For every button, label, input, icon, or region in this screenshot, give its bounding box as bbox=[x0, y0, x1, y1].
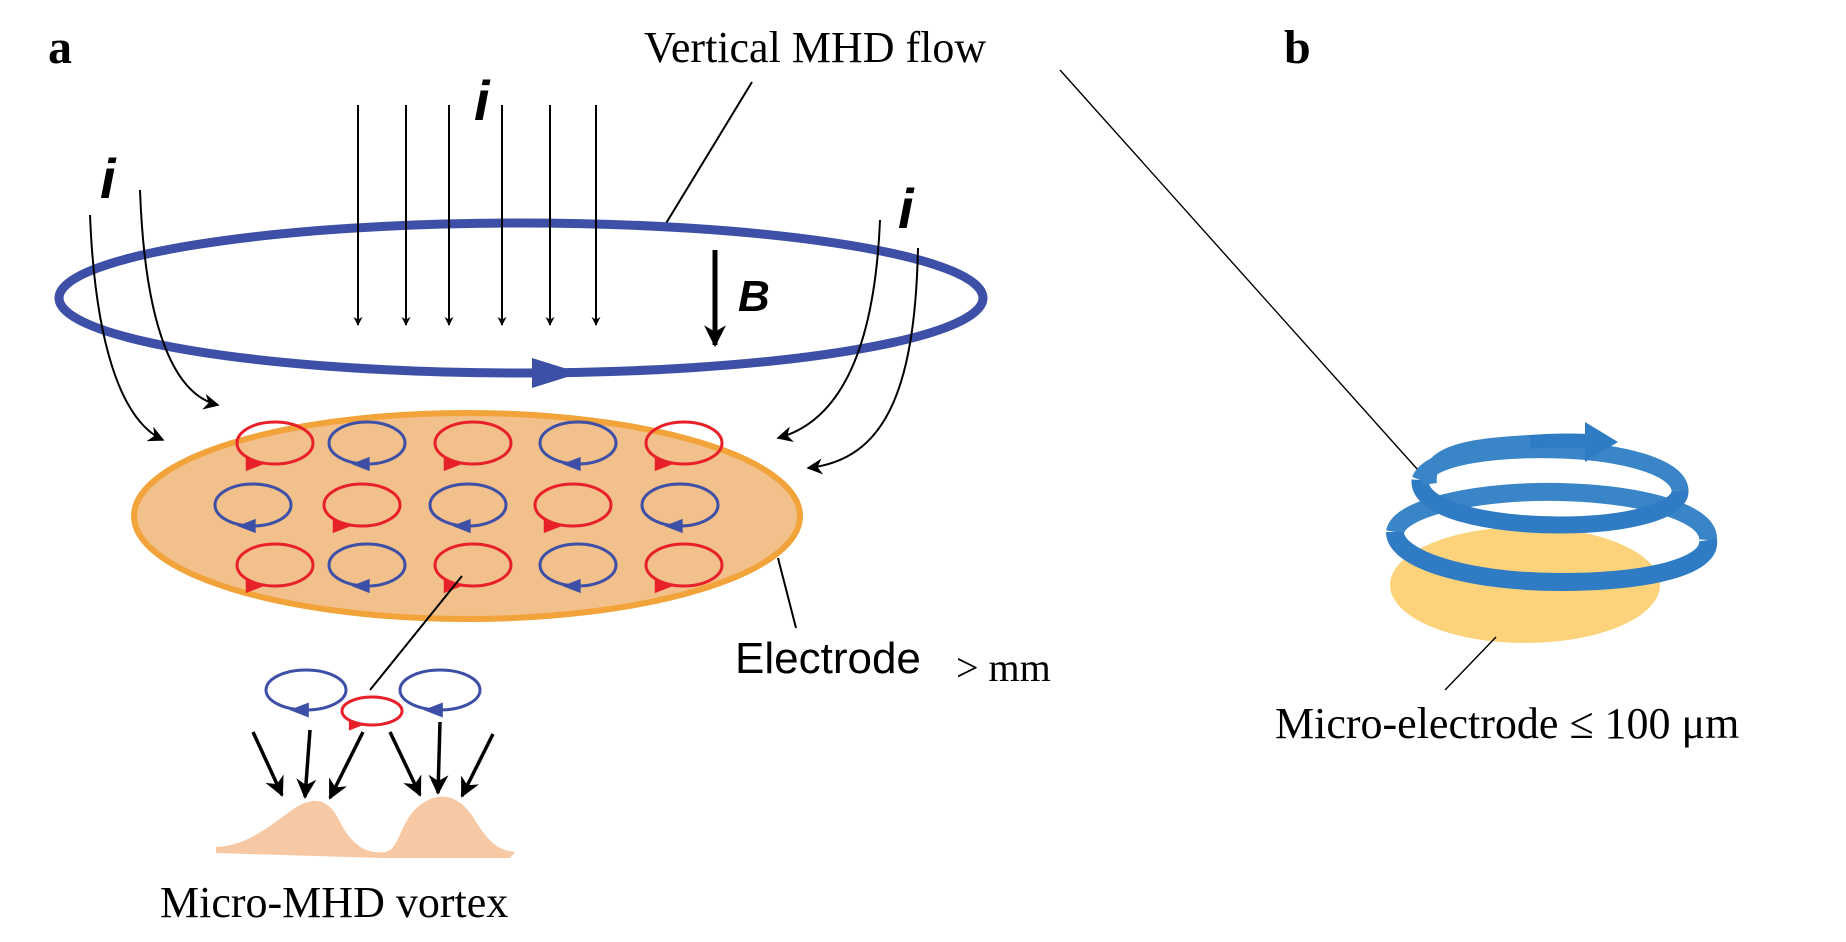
vortex-blue bbox=[327, 542, 407, 594]
curved-current-arrow bbox=[776, 219, 881, 442]
curved-current-arrow bbox=[139, 189, 220, 410]
electrode-size-label: > mm bbox=[956, 645, 1051, 690]
detail-vortex-blue bbox=[264, 668, 348, 718]
detail-arrows bbox=[251, 721, 495, 800]
micro-electrode-group bbox=[1386, 422, 1718, 643]
detail-arrow bbox=[460, 733, 495, 798]
panel-a-label: a bbox=[48, 21, 72, 74]
helix-front-strand-lower bbox=[1386, 530, 1718, 592]
loop-direction-arrowhead bbox=[532, 358, 580, 388]
current-label-right: i bbox=[898, 177, 915, 240]
helix-top-strand bbox=[1422, 435, 1531, 486]
helix-front-strand-middle bbox=[1411, 479, 1689, 534]
curved-current-arrow bbox=[806, 247, 919, 475]
electrode-disk bbox=[131, 410, 803, 622]
micro-electrode-leader-line bbox=[1444, 636, 1497, 691]
helix-top-strand-end bbox=[1529, 433, 1589, 449]
magnetic-field-loop bbox=[54, 218, 988, 378]
helix-arrowhead bbox=[1585, 422, 1618, 462]
current-label-left: i bbox=[100, 147, 117, 210]
electrode-leader-line bbox=[777, 557, 797, 629]
vortex-red bbox=[644, 542, 724, 594]
detail-vortices bbox=[264, 668, 482, 731]
panel-b-label: b bbox=[1284, 21, 1311, 74]
vortex-blue bbox=[428, 482, 508, 534]
electrode-label: Electrode bbox=[735, 634, 921, 683]
vortex-red bbox=[235, 542, 315, 594]
vortex-red bbox=[322, 482, 402, 534]
detail-arrow bbox=[251, 731, 284, 797]
detail-arrow bbox=[388, 731, 422, 797]
magnetic-field-label: B bbox=[738, 272, 770, 321]
detail-arrow bbox=[296, 729, 317, 799]
vortex-red bbox=[433, 420, 513, 472]
vortex-blue bbox=[640, 482, 720, 534]
vortex-blue bbox=[213, 482, 293, 534]
vertical-current-arrows bbox=[353, 105, 601, 326]
curved-current-arrows bbox=[89, 189, 919, 475]
vortex-blue bbox=[538, 542, 618, 594]
vortex-red bbox=[533, 482, 613, 534]
vortex-flow-profile bbox=[216, 796, 515, 858]
curved-current-arrow bbox=[89, 214, 165, 442]
current-label-top: i bbox=[474, 69, 491, 132]
detail-vortex-red bbox=[340, 695, 404, 731]
detail-arrow bbox=[328, 731, 365, 800]
vortex-red bbox=[644, 420, 724, 472]
detail-vortex-blue bbox=[398, 668, 482, 718]
vertical-mhd-flow-label: Vertical MHD flow bbox=[644, 23, 986, 72]
helix-back-strand-lower bbox=[1386, 482, 1717, 541]
detail-arrow bbox=[428, 721, 449, 795]
vortex-blue bbox=[327, 420, 407, 472]
micro-mhd-vortex-label: Micro-MHD vortex bbox=[160, 878, 508, 927]
detail-leader-line bbox=[369, 575, 463, 691]
vortex-blue bbox=[538, 420, 618, 472]
vortex-grid bbox=[213, 420, 724, 594]
micro-electrode-label: Micro-electrode ≤ 100 μm bbox=[1275, 699, 1739, 748]
leader-line-vertical-flow-b bbox=[1059, 69, 1419, 471]
vortex-red bbox=[235, 420, 315, 472]
leader-line-vertical-flow-a bbox=[664, 81, 753, 226]
